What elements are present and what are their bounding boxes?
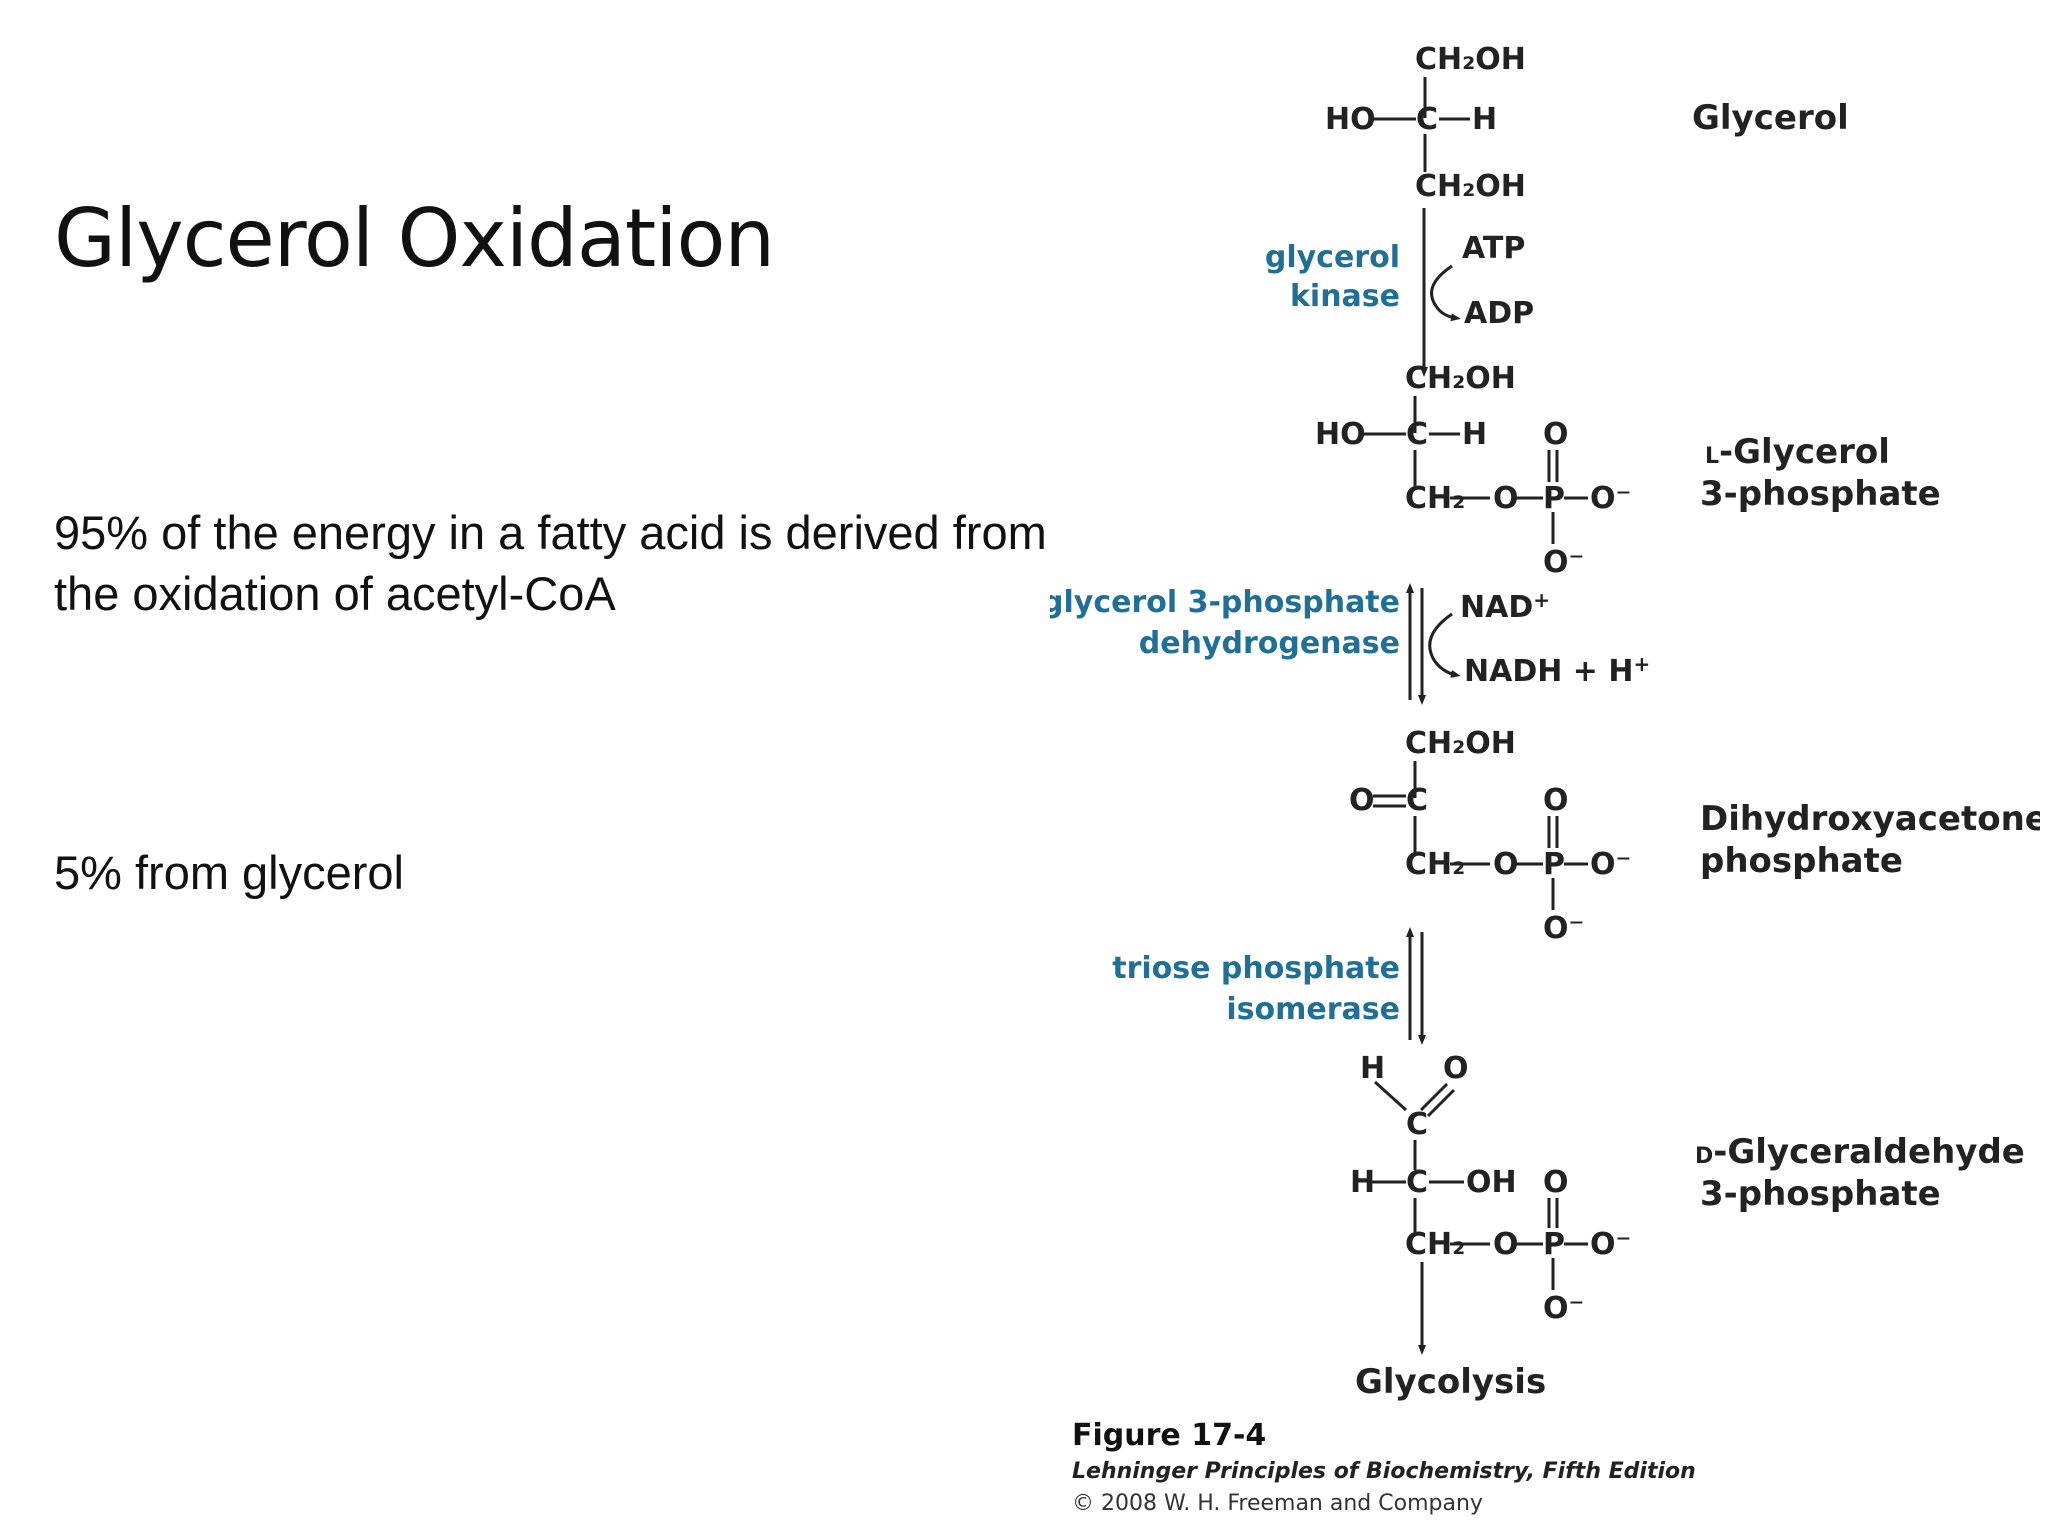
atom-label: HO	[1325, 102, 1376, 137]
atom-label: P	[1543, 1227, 1565, 1262]
glycerol-fact-text: 5% from glycerol	[54, 846, 404, 899]
cofactor-arrow	[1428, 612, 1461, 678]
compound-name-l-glycerol-3-phosphate: L-Glycerol	[1705, 432, 1890, 472]
compound-name-glycerol: Glycerol	[1692, 98, 1849, 138]
compound-name-line: -Glycerol	[1719, 432, 1890, 472]
atom-label: O	[1493, 847, 1519, 882]
atom-label: P	[1543, 481, 1565, 516]
atom-label: CH₂OH	[1405, 726, 1516, 761]
end-product-glycolysis: Glycolysis	[1355, 1362, 1546, 1402]
atom-label: O	[1349, 783, 1375, 818]
enzyme-name-line: triose phosphate	[1112, 951, 1400, 986]
atom-label: CH₂OH	[1415, 42, 1526, 77]
cofactor-nad-label: NAD	[1460, 590, 1533, 625]
atom-label: H	[1350, 1165, 1375, 1200]
atom-label: O	[1543, 783, 1569, 818]
dihydroxyacetone-phosphate-structure: CH₂OH O C CH₂ O P O⁻ O O⁻	[1349, 726, 1631, 946]
atom-label: C	[1406, 1107, 1428, 1142]
glycerol-structure: CH₂OH HO C H CH₂OH	[1325, 42, 1526, 204]
glycerol-oxidation-pathway-figure: CH₂OH HO C H CH₂OH Glycerol glycerol kin…	[1050, 42, 2040, 1516]
enzyme-name-line: dehydrogenase	[1139, 626, 1400, 661]
atom-label: H	[1472, 102, 1497, 137]
atom-label: O⁻	[1590, 847, 1631, 882]
atom-label: H	[1360, 1051, 1385, 1086]
charge-superscript: +	[1633, 652, 1650, 676]
atom-label: O⁻	[1543, 545, 1584, 580]
atom-label: O⁻	[1543, 1291, 1584, 1326]
energy-fact-text: 95% of the energy in a fatty acid is der…	[54, 506, 1047, 620]
atom-label: C	[1406, 417, 1428, 452]
atom-label: C	[1406, 1165, 1428, 1200]
compound-name-line: phosphate	[1700, 841, 1903, 881]
atom-label: P	[1543, 847, 1565, 882]
cofactor-nadh-label: NADH + H	[1464, 654, 1633, 689]
compound-name-d-glyceraldehyde-3-phosphate: D-Glyceraldehyde	[1695, 1132, 2025, 1172]
cofactor-arrow	[1430, 264, 1461, 322]
atom-label: CH₂OH	[1405, 361, 1516, 396]
compound-name-line: Dihydroxyacetone	[1700, 799, 2040, 839]
figure-source-book: Lehninger Principles of Biochemistry, Fi…	[1072, 1459, 1696, 1484]
enzyme-name-line: glycerol	[1265, 240, 1400, 275]
cofactor-adp: ADP	[1464, 296, 1534, 331]
atom-label: O⁻	[1590, 481, 1631, 516]
cofactor-atp: ATP	[1462, 231, 1525, 266]
compound-name-line: 3-phosphate	[1700, 474, 1941, 514]
atom-label: HO	[1315, 417, 1366, 452]
bond-line	[1426, 1088, 1456, 1118]
compound-name-line: -Glyceraldehyde	[1713, 1132, 2025, 1172]
bond-line	[1373, 1080, 1408, 1112]
slide-title: Glycerol Oxidation	[54, 192, 775, 285]
atom-label: C	[1406, 783, 1428, 818]
atom-label: O	[1443, 1051, 1469, 1086]
atom-label: H	[1462, 417, 1487, 452]
bond-line	[1419, 1082, 1449, 1112]
figure-number: Figure 17-4	[1072, 1418, 1266, 1453]
charge-superscript: +	[1533, 588, 1550, 612]
atom-label: O⁻	[1590, 1227, 1631, 1262]
atom-label: O	[1543, 1165, 1569, 1200]
atom-label: O	[1493, 1227, 1519, 1262]
glycerol-3-phosphate-structure: CH₂OH HO C H CH₂ O P O⁻ O O⁻	[1315, 361, 1631, 580]
atom-label: O⁻	[1543, 911, 1584, 946]
glyceraldehyde-3-phosphate-structure: H O C H C OH CH₂ O P O⁻ O O⁻	[1350, 1051, 1631, 1326]
stereo-prefix-l: L	[1705, 444, 1719, 469]
cofactor-nad: NAD+	[1460, 588, 1550, 625]
figure-copyright: © 2008 W. H. Freeman and Company	[1072, 1491, 1483, 1516]
atom-label: O	[1543, 417, 1569, 452]
cofactor-nadh: NADH + H+	[1464, 652, 1650, 689]
enzyme-name-line: kinase	[1290, 279, 1400, 314]
atom-label: O	[1493, 481, 1519, 516]
enzyme-name-line: glycerol 3-phosphate	[1050, 585, 1400, 620]
compound-name-line: 3-phosphate	[1700, 1174, 1941, 1214]
atom-label: CH₂OH	[1415, 169, 1526, 204]
atom-label: C	[1416, 102, 1438, 137]
stereo-prefix-d: D	[1695, 1144, 1713, 1169]
atom-label: OH	[1466, 1165, 1517, 1200]
enzyme-name-line: isomerase	[1226, 992, 1400, 1027]
